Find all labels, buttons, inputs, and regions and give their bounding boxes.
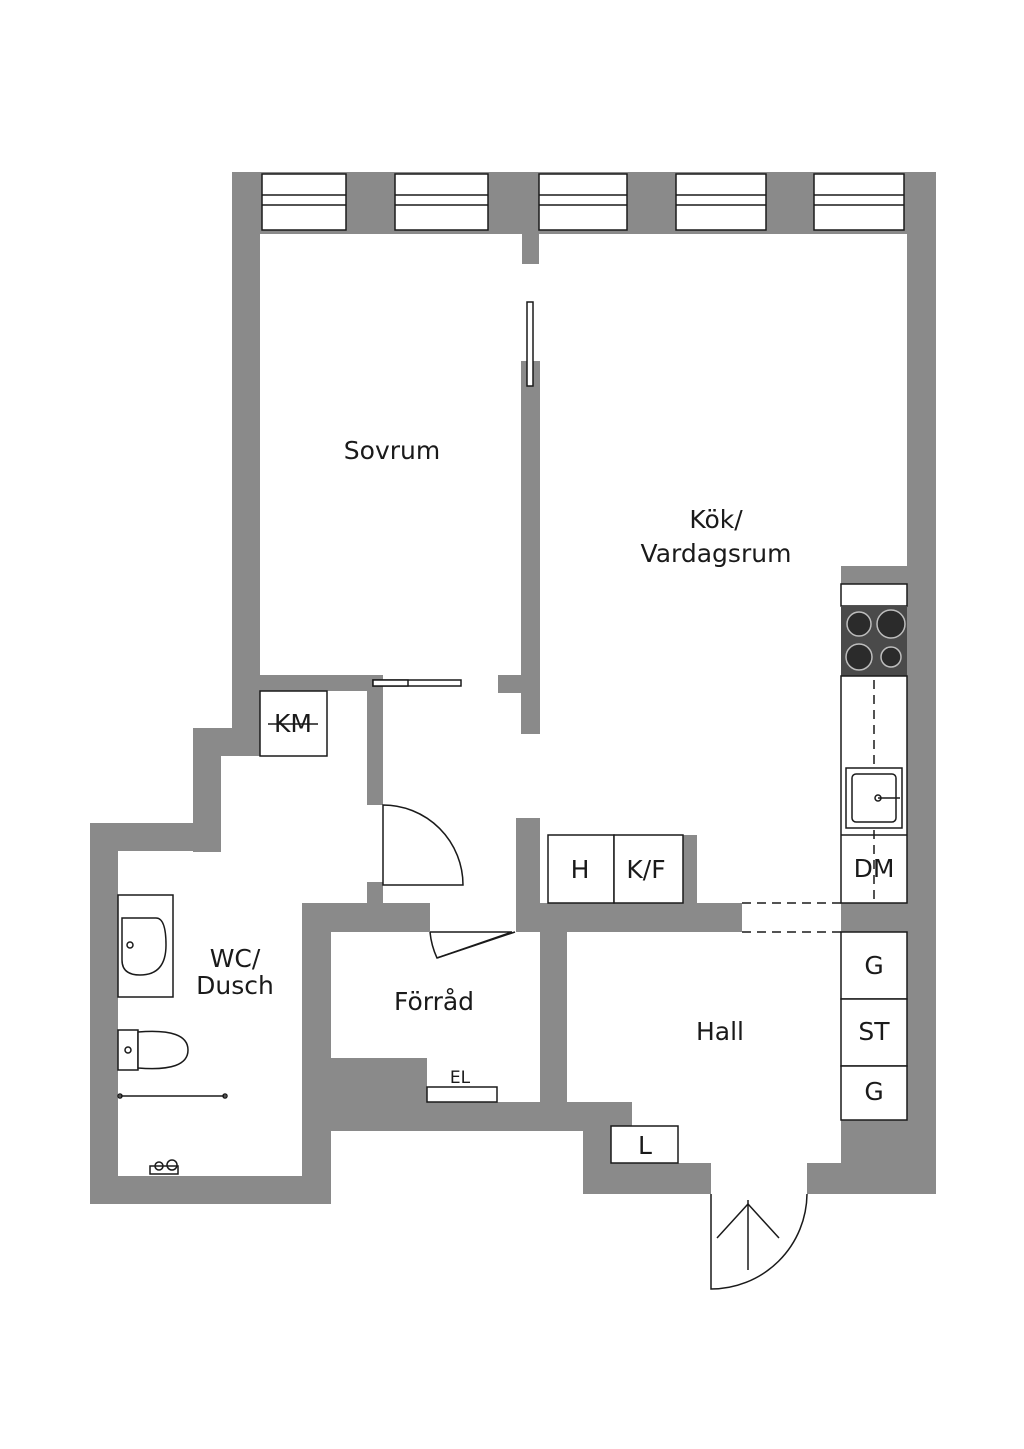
wall-storage-north [302,903,430,932]
room-label-kok-line1: Kök/ [689,505,743,534]
wall-bedroom-south [260,675,372,691]
wall-south-hall [583,1163,711,1194]
bathroom-fixtures [117,894,228,1175]
kf-label: K/F [626,855,665,884]
entrance-door [710,1193,808,1290]
wall-storage-bump [331,1058,427,1103]
window-2 [394,173,489,231]
el-panel: EL [426,1068,498,1103]
wall-kitchen-stub [516,818,540,932]
room-label-wc-line1: WC/ [210,944,261,973]
burner-2 [876,609,906,639]
room-label-sovrum: Sovrum [344,436,440,465]
shower-mixer [149,1159,179,1175]
wall-cab-end [683,835,697,932]
cabinet-h [547,834,615,904]
wash-basin-drain [126,941,134,949]
wall-bedroom-divider-stub [498,675,540,693]
l-label: L [638,1131,652,1160]
el-label: EL [450,1068,471,1088]
g-top-label: G [864,951,883,980]
closet-g-bottom [840,1065,908,1121]
g-bottom-label: G [864,1077,883,1106]
dm-label: DM [854,854,895,883]
wall-west-upper [232,172,260,732]
toilet [117,1029,189,1071]
window-5 [813,173,905,231]
cabinet-kf [613,834,684,904]
wall-bedroom-divider [521,361,540,734]
wall-storage-hall [540,903,567,1131]
window-3 [538,173,628,231]
burner-3 [845,643,873,671]
st-label: ST [858,1017,890,1046]
windows [261,173,905,231]
kitchen-fixtures: DM H K/F [547,583,908,904]
room-label-wc-line2: Dusch [196,971,274,1000]
shower-rail [117,1093,228,1099]
wall-north-stub [522,230,539,264]
walls [90,172,936,1204]
room-label-forrad: Förråd [394,987,474,1016]
closet-l [610,1125,679,1164]
wall-storage-south [302,1102,632,1131]
sliding-door-horizontal-pocket [372,679,409,687]
wash-basin-cabinet [117,894,174,998]
wall-km-side [367,675,383,805]
wall-kitchen-nook [841,566,907,584]
wall-se-block [841,1120,907,1194]
hall-closets: G ST G L [610,931,908,1164]
door-swing-storage [429,931,513,959]
window-1 [261,173,347,231]
doors [372,301,841,1290]
burner-1 [846,611,872,637]
room-label-hall: Hall [696,1017,744,1046]
wall-hall-north [516,903,742,932]
wall-hall-north-east [841,903,936,932]
h-label: H [571,855,590,884]
wall-west-lower [90,823,118,1204]
counter-top-cap [840,583,908,607]
km-cabinet: KM [259,690,328,757]
room-labels: Sovrum Kök/ Vardagsrum WC/ Dusch Förråd … [196,436,791,1046]
wall-south-wc [90,1176,331,1204]
room-label-kok-line2: Vardagsrum [641,539,792,568]
window-4 [675,173,767,231]
wall-wc-east [302,904,331,1204]
sliding-door-vertical [526,301,534,387]
wash-basin-bowl [121,917,167,976]
door-swing-corridor [382,804,464,886]
wall-east [907,172,936,1194]
burner-4 [880,646,902,668]
